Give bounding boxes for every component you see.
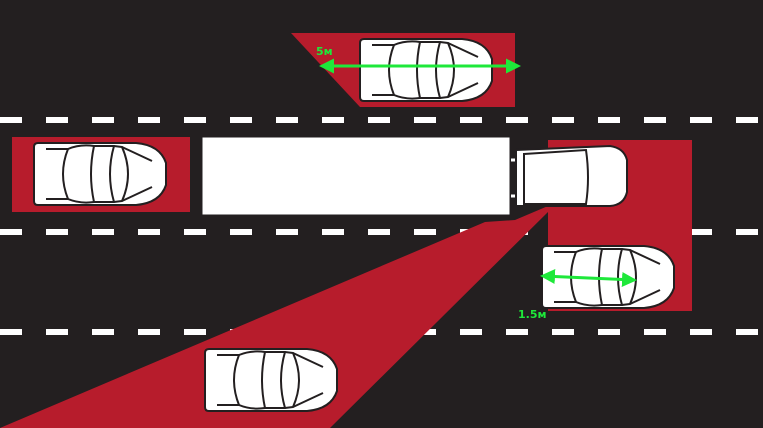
car-bottom-lane [204,348,338,412]
car-upper-lane [359,38,493,102]
truck-cab [515,144,628,207]
measurement-length: 5м [316,45,521,74]
measurement-width: 1.5м [518,269,637,321]
car-rear [33,142,167,206]
width-arrow [540,269,637,287]
truck-cab-window [523,148,589,205]
truck [199,134,628,218]
blind-zone-rear-diagonal [0,206,548,428]
width-label: 1.5м [518,308,546,321]
length-label: 5м [316,45,333,58]
truck-trailer [199,134,513,218]
